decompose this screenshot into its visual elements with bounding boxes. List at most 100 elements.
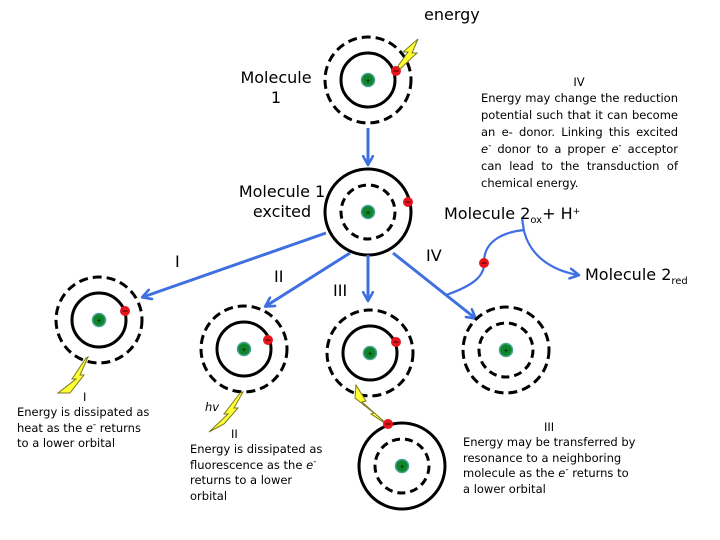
svg-text:+: + (242, 347, 246, 354)
caption-III-text: Energy may be transferred by resonance t… (463, 435, 635, 497)
resonance-bolt-icon (354, 383, 389, 426)
outer-orbital-solid (357, 421, 447, 511)
caption-II-text: Energy is dissipated as fluorescence as … (190, 442, 322, 504)
svg-text:+: + (504, 348, 508, 355)
electron-symbol: e (611, 142, 619, 156)
inner-orbital-dashed (373, 437, 431, 495)
svg-text:+: + (368, 351, 372, 358)
molecule-1-atom: + (323, 35, 413, 125)
caption-I-line2-post: returns (96, 420, 141, 435)
path-II-atom: + (199, 304, 289, 394)
electron (391, 337, 401, 347)
caption-I-line1: Energy is dissipated as (17, 405, 150, 419)
path-I-arrow (143, 231, 327, 297)
plus-h-text: + H (542, 204, 573, 223)
outer-orbital-dashed (461, 305, 551, 395)
path-III-atom: + (325, 308, 415, 398)
caption-II-line3: returns to a lower (190, 473, 293, 487)
reduction-arrow (522, 230, 578, 275)
minus-superscript: - (92, 419, 97, 430)
molecule-1-label-line2: 1 (270, 88, 282, 107)
inner-orbital-solid (70, 291, 128, 349)
nucleus: + (394, 458, 410, 474)
outer-orbital-dashed (199, 304, 289, 394)
heat-bolt-icon (56, 355, 90, 394)
outer-orbital-dashed (54, 275, 144, 365)
caption-I-line2: heat as the e- returns (17, 419, 149, 437)
caption-I-line2-pre: heat as the (17, 420, 86, 435)
h-superscript: + (572, 207, 581, 217)
minus-superscript: - (565, 465, 569, 475)
molecule-2-red-label: Molecule 2red (585, 265, 688, 287)
nucleus: + (91, 312, 107, 328)
caption-II-numeral: II (231, 427, 238, 441)
svg-text:+: + (366, 210, 370, 217)
caption-III-line2: resonance to a neighboring (463, 450, 622, 465)
path-III-numeral: III (333, 281, 348, 300)
caption-IV-part2: donor to a proper (491, 142, 612, 156)
nucleus: + (362, 345, 378, 361)
molecule-2-ox-text: Molecule 2 (444, 204, 531, 223)
inner-orbital-dashed (339, 183, 397, 241)
caption-IV-part3: acceptor can lead to the transduction of… (481, 142, 678, 190)
electron-symbol: e (481, 142, 489, 156)
caption-III-line3: molecule as the e- returns to (463, 466, 635, 482)
caption-III-line3-pre: molecule as the (463, 466, 559, 480)
svg-text:+: + (400, 464, 404, 471)
caption-II-line2-pre: fluorescence as the (190, 457, 307, 472)
electron (391, 66, 401, 76)
electron (383, 419, 393, 429)
molecule-2-red-text: Molecule 2 (585, 265, 672, 284)
neighbor-molecule-atom: + (357, 419, 447, 511)
nucleus: + (360, 204, 376, 220)
inner-orbital-solid (215, 320, 273, 378)
path-I-atom: + (54, 275, 144, 365)
nucleus: + (360, 72, 376, 88)
oxidant-stem (520, 217, 526, 232)
excited-label-line2: excited (252, 202, 312, 221)
photon-bolt-icon (208, 391, 245, 433)
electron-symbol: e (306, 457, 314, 472)
outer-orbital-dashed (325, 308, 415, 398)
molecule-2-ox-label: Molecule 2ox+ H+ (444, 204, 581, 226)
svg-text:+: + (97, 318, 101, 325)
electron (403, 197, 413, 207)
transferred-electron (479, 258, 489, 268)
caption-I-text: Energy is dissipated as heat as the e- r… (17, 405, 149, 452)
ox-subscript: ox (530, 215, 543, 226)
outer-orbital-dashed (323, 35, 413, 125)
caption-I-numeral: I (83, 390, 87, 404)
path-IV-atom: + (461, 305, 551, 395)
electron (263, 335, 273, 345)
caption-IV-text: Energy may change the reduction potentia… (481, 90, 678, 192)
minus-superscript: - (313, 456, 317, 467)
excited-label: Molecule 1 excited (232, 182, 332, 222)
caption-II-line1: Energy is dissipated as (190, 442, 323, 456)
minus-superscript: - (488, 141, 492, 151)
electron-symbol: e (558, 466, 566, 480)
nucleus: + (498, 342, 514, 358)
inner-orbital-dashed (477, 321, 535, 379)
path-II-numeral: II (274, 267, 284, 286)
red-subscript: red (671, 276, 688, 287)
electron (120, 306, 130, 316)
energy-bolt-icon (397, 38, 419, 70)
path-IV-arrow (392, 251, 475, 318)
caption-I-line3: to a lower orbital (17, 436, 116, 450)
caption-III-line1: Energy may be transferred by (463, 435, 636, 449)
caption-IV-part1: Energy may change the reduction potentia… (481, 91, 678, 139)
energy-label: energy (424, 5, 480, 24)
caption-III-numeral: III (544, 420, 555, 434)
molecule-1-label-line1: Molecule (240, 68, 312, 87)
hv-label: hv (205, 400, 220, 414)
molecule-1-label: Molecule 1 (236, 68, 316, 108)
svg-text:+: + (366, 78, 370, 85)
caption-III-line4: a lower orbital (463, 481, 546, 496)
caption-II-line4: orbital (190, 488, 228, 503)
path-II-arrow (266, 251, 351, 306)
path-I-numeral: I (175, 252, 180, 271)
caption-III-line3-post: returns to (568, 466, 629, 480)
excited-label-line1: Molecule 1 (238, 182, 326, 201)
minus-superscript: - (618, 141, 622, 151)
